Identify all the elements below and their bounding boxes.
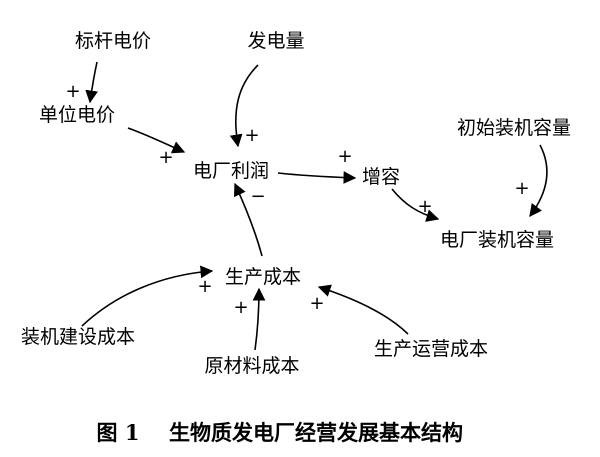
edge-initial-capacity-to-capacity	[529, 144, 548, 218]
figure-number: 图 1	[97, 420, 140, 445]
edge-production-cost-to-profit	[233, 182, 263, 257]
edge-increase-to-capacity	[391, 188, 440, 222]
edge-generation-to-profit	[229, 64, 259, 148]
sign-generation-to-profit: +	[244, 125, 259, 146]
edge-raw-material-to-production-cost	[252, 287, 266, 351]
node-capacity-increase: 增容	[362, 166, 400, 188]
node-raw-material-cost: 原材料成本	[204, 355, 299, 377]
sign-benchmark-to-unit: +	[65, 81, 80, 102]
sign-operation-to-cost: +	[309, 293, 324, 314]
edge-operation-cost-to-production-cost	[317, 284, 409, 335]
node-benchmark-price: 标杆电价	[75, 30, 151, 52]
node-generation: 发电量	[247, 30, 304, 52]
node-operation-cost: 生产运营成本	[374, 338, 488, 360]
sign-profit-to-increase: +	[337, 146, 352, 167]
node-initial-capacity: 初始装机容量	[457, 117, 571, 139]
edge-benchmark-to-unit-price	[85, 61, 98, 104]
sign-increase-to-capacity: +	[417, 196, 432, 217]
node-unit-price: 单位电价	[39, 104, 115, 126]
sign-cost-to-profit: −	[250, 186, 265, 207]
edge-profit-to-increase	[277, 171, 357, 184]
node-installed-capacity: 电厂装机容量	[440, 229, 554, 251]
sign-unit-to-profit: +	[158, 147, 173, 168]
figure-caption: 生物质发电厂经营发展基本结构	[169, 420, 463, 445]
node-production-cost: 生产成本	[225, 266, 301, 288]
edge-unit-price-to-profit	[127, 127, 186, 154]
sign-raw-to-cost: +	[233, 297, 248, 318]
sign-install-to-cost: +	[197, 276, 212, 297]
node-plant-profit: 电厂利润	[193, 160, 269, 182]
sign-initial-to-capacity: +	[514, 178, 529, 199]
node-install-cost: 装机建设成本	[21, 326, 135, 348]
edge-install-cost-to-production-cost	[81, 265, 214, 327]
